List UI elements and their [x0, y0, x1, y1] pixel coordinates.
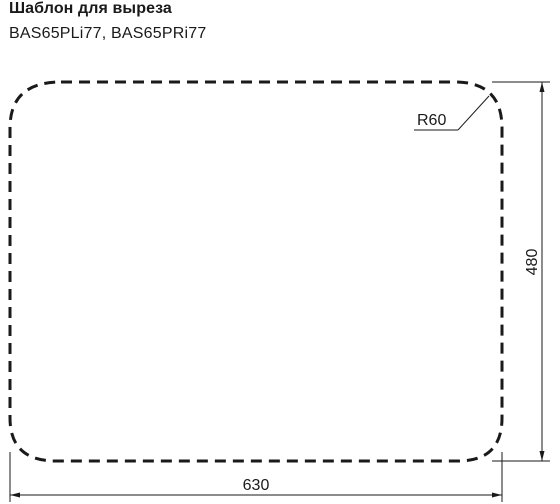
width-arrow-left: [10, 492, 20, 498]
radius-label: R60: [417, 112, 446, 129]
page-title: Шаблон для выреза: [9, 0, 172, 17]
width-arrow-right: [492, 492, 502, 498]
height-label: 480: [524, 249, 541, 276]
cutout-outline: [8, 80, 504, 463]
radius-leader-diagonal: [457, 95, 490, 131]
model-list: BAS65PLi77, BAS65PRi77: [9, 25, 207, 42]
height-arrow-top: [539, 82, 545, 92]
width-label: 630: [243, 477, 270, 494]
height-arrow-bottom: [539, 451, 545, 461]
